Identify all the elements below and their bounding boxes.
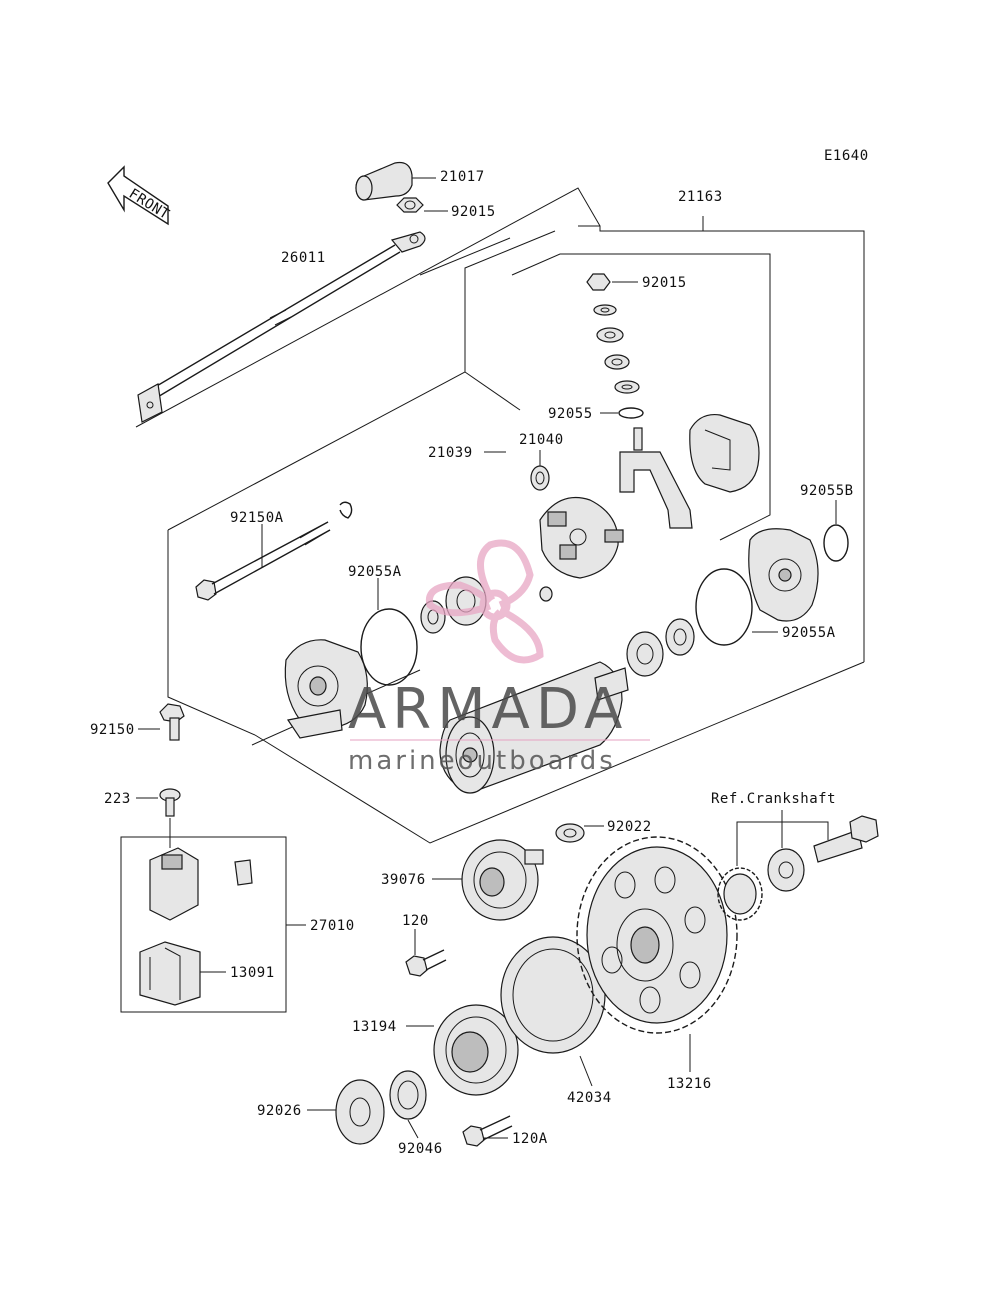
small-bolt <box>159 703 185 741</box>
diagram-code: E1640 <box>824 148 869 164</box>
relay-box <box>120 836 287 1013</box>
part-label-92022: 92022 <box>607 819 652 835</box>
part-label-21039: 21039 <box>428 445 473 461</box>
starter-clutch <box>433 1004 519 1096</box>
nut-top <box>396 197 424 213</box>
part-label-13216: 13216 <box>667 1076 712 1092</box>
part-label-21040: 21040 <box>519 432 564 448</box>
terminal-bracket <box>619 427 693 529</box>
front-arrow-icon: FRONT <box>107 165 172 226</box>
washer-stack <box>586 273 644 419</box>
part-label-223: 223 <box>104 791 131 807</box>
rear-end-cap <box>748 528 819 622</box>
starter-driven-gear <box>576 836 738 1034</box>
part-label-92055a-left: 92055A <box>348 564 402 580</box>
part-label-120a: 120A <box>512 1131 548 1147</box>
watermark-subtitle: marineoutboards <box>348 746 616 776</box>
thrust-washer <box>335 1079 385 1145</box>
part-label-13091: 13091 <box>230 965 275 981</box>
ref-crankshaft-note: Ref.Crankshaft <box>711 791 836 807</box>
relay-screw <box>159 788 181 817</box>
part-label-21163: 21163 <box>678 189 723 205</box>
washer-92022 <box>555 823 585 843</box>
armada-watermark: ARMADA marineoutboards <box>348 539 650 776</box>
part-label-92015-top: 92015 <box>451 204 496 220</box>
part-label-92055: 92055 <box>548 406 593 422</box>
armature-yoke <box>439 661 629 794</box>
front-label: FRONT <box>126 186 172 223</box>
part-label-92026: 92026 <box>257 1103 302 1119</box>
part-label-92055a-right: 92055A <box>782 625 836 641</box>
front-cover <box>284 639 368 739</box>
part-label-27010: 27010 <box>310 918 355 934</box>
o-ring-a-right <box>695 568 753 646</box>
end-cover <box>689 413 760 493</box>
brush-spring <box>530 465 553 602</box>
bolt-120 <box>405 949 447 977</box>
part-label-39076: 39076 <box>381 872 426 888</box>
watermark-title: ARMADA <box>348 677 628 742</box>
part-label-26011: 26011 <box>281 250 326 266</box>
part-label-21017: 21017 <box>440 169 485 185</box>
part-label-120: 120 <box>402 913 429 929</box>
lock-washer <box>339 501 353 519</box>
through-bolt <box>195 521 331 601</box>
part-number-labels: 21017 92015 21163 26011 92015 92055 2103… <box>90 169 854 1157</box>
needle-bearing <box>389 1070 427 1120</box>
o-ring-b <box>823 524 849 562</box>
part-label-92055b: 92055B <box>800 483 854 499</box>
idler-gear <box>461 839 544 921</box>
terminal-boot <box>355 161 413 201</box>
starter-cable <box>137 231 426 423</box>
part-label-92150a: 92150A <box>230 510 284 526</box>
o-ring-a-left <box>360 608 418 686</box>
leader-lines <box>136 177 837 1139</box>
starter-motor-assembly-frame <box>135 187 865 844</box>
part-label-92015: 92015 <box>642 275 687 291</box>
part-label-92150: 92150 <box>90 722 135 738</box>
part-label-42034: 42034 <box>567 1090 612 1106</box>
part-label-13194: 13194 <box>352 1019 397 1035</box>
bearing-right <box>626 618 695 677</box>
bolt-120a <box>462 1115 513 1147</box>
part-label-92046: 92046 <box>398 1141 443 1157</box>
propeller-logo-icon <box>425 539 544 664</box>
crankshaft-ref-parts <box>717 810 879 921</box>
brush-holder-plate <box>539 496 624 579</box>
